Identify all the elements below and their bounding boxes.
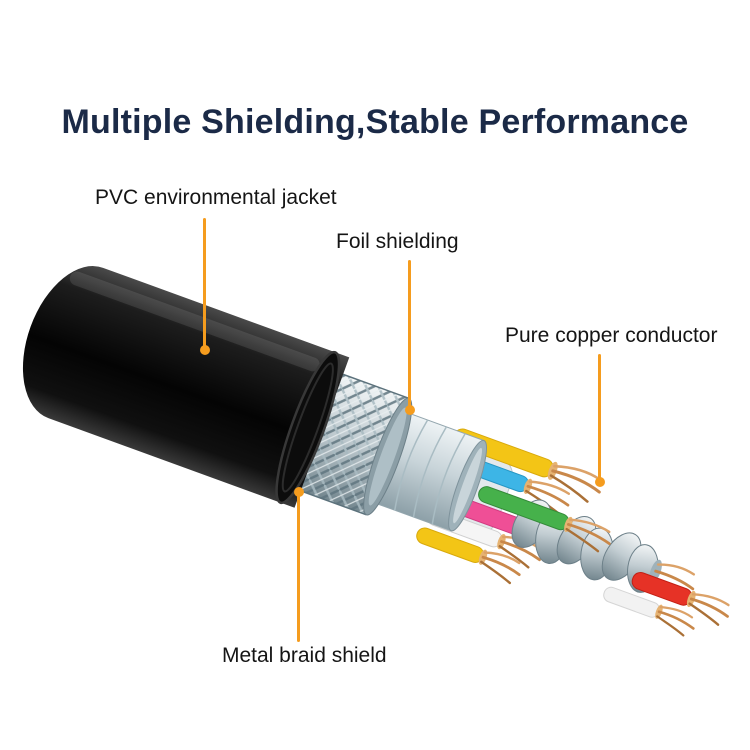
braid-layer <box>292 370 413 516</box>
leader-line-pvc-jacket <box>199 218 210 355</box>
callout-label-copper-conductor: Pure copper conductor <box>505 324 718 347</box>
leader-line-foil-shielding <box>404 260 415 415</box>
wire-yellow-2 <box>416 527 521 585</box>
pointer-dot <box>199 345 210 355</box>
wire-white-2 <box>603 586 695 637</box>
wire-green <box>478 486 611 553</box>
wire-red <box>631 572 730 626</box>
pointer-dot <box>293 487 304 497</box>
callout-label-metal-braid: Metal braid shield <box>222 644 387 667</box>
page-title: Multiple Shielding,Stable Performance <box>61 102 689 141</box>
jacket-layer <box>22 266 350 508</box>
leader-line-copper-conductor <box>594 354 605 487</box>
callout-label-foil-shielding: Foil shielding <box>336 230 459 253</box>
pointer-dot <box>594 477 605 487</box>
inner-wires <box>416 428 730 637</box>
callout-label-pvc-jacket: PVC environmental jacket <box>95 186 337 209</box>
leader-line-metal-braid <box>293 487 304 642</box>
pointer-dot <box>404 405 415 415</box>
